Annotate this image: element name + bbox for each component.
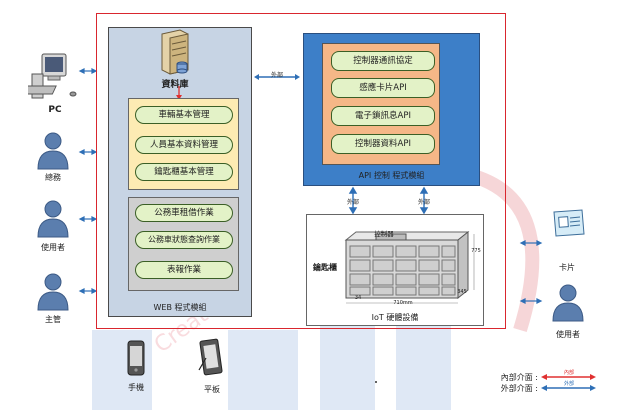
controller-label: 控制器 (374, 230, 394, 238)
vehicle-status-query-item[interactable]: 公務車狀態查詢作業 (135, 231, 233, 249)
dimension-side: 345 (457, 289, 467, 295)
manager-label: 主管 (45, 315, 61, 324)
pc-label: PC (48, 105, 62, 115)
tablet-label: 平板 (204, 385, 220, 394)
dimension-height: 775 (471, 248, 481, 254)
api-module-caption: API 控制 程式模組 (358, 171, 425, 180)
bg-shape-2 (228, 330, 298, 410)
legend-external-arrow (541, 385, 596, 391)
left-connectors (78, 68, 98, 294)
bg-shape-4 (396, 318, 451, 410)
iot-module-caption: IoT 硬體設備 (371, 313, 419, 322)
key-cabinet-management-item[interactable]: 鑰匙櫃基本管理 (135, 163, 233, 181)
dimension-width: 710mm (393, 300, 413, 306)
right-connectors (519, 240, 543, 304)
database-link-arrow (176, 86, 182, 100)
web-module-caption: WEB 程式模組 (153, 303, 207, 312)
legend-internal-label: 內部介面 : (500, 373, 538, 382)
web-api-link-label: 外部 (270, 72, 283, 79)
bg-swoosh (467, 168, 540, 333)
controller-protocol-item[interactable]: 控制器通訊協定 (331, 51, 435, 71)
bg-shape-3 (320, 318, 375, 410)
stray-dot (375, 381, 377, 383)
legend-external-label: 外部介面 : (500, 384, 538, 393)
card-api-item[interactable]: 感應卡片API (331, 78, 435, 98)
controller-data-api-item[interactable]: 控制器資料API (331, 134, 435, 154)
dimension-small: 34 (354, 295, 362, 301)
tablet-icon (198, 338, 223, 376)
legend-internal-arrow (541, 374, 596, 380)
api-iot-link-label-2: 外部 (417, 199, 430, 206)
finance-label: 總務 (45, 173, 61, 182)
key-cabinet-drawing (344, 230, 475, 304)
pc-icon (28, 53, 77, 99)
legend-external-arrow-text: 外部 (563, 381, 574, 387)
database-label: 資料庫 (161, 80, 189, 90)
web-api-link (254, 74, 300, 80)
card-label: 卡片 (559, 263, 575, 272)
lock-message-api-item[interactable]: 電子鎖訊息API (331, 106, 435, 126)
right-user-person-icon (552, 284, 584, 322)
vehicle-management-item[interactable]: 車輛基本管理 (135, 106, 233, 124)
system-boundary (96, 13, 506, 329)
database-server-icon (161, 29, 189, 75)
card-icon (553, 209, 585, 237)
personnel-management-item[interactable]: 人員基本資料管理 (135, 136, 233, 154)
finance-person-icon (37, 132, 69, 170)
right-user-label: 使用者 (556, 330, 580, 339)
user-person-icon (37, 200, 69, 238)
legend-internal-arrow-text: 內部 (563, 370, 574, 376)
cabinet-label: 鑰匙櫃 (313, 263, 337, 272)
manager-person-icon (37, 273, 69, 311)
api-iot-link-label-1: 外部 (346, 199, 359, 206)
api-iot-links (348, 186, 429, 215)
phone-label: 手機 (128, 383, 144, 392)
report-item[interactable]: 表報作業 (135, 261, 233, 279)
user-label: 使用者 (41, 243, 65, 252)
vehicle-rental-item[interactable]: 公務車租借作業 (135, 204, 233, 222)
phone-icon (127, 340, 145, 376)
